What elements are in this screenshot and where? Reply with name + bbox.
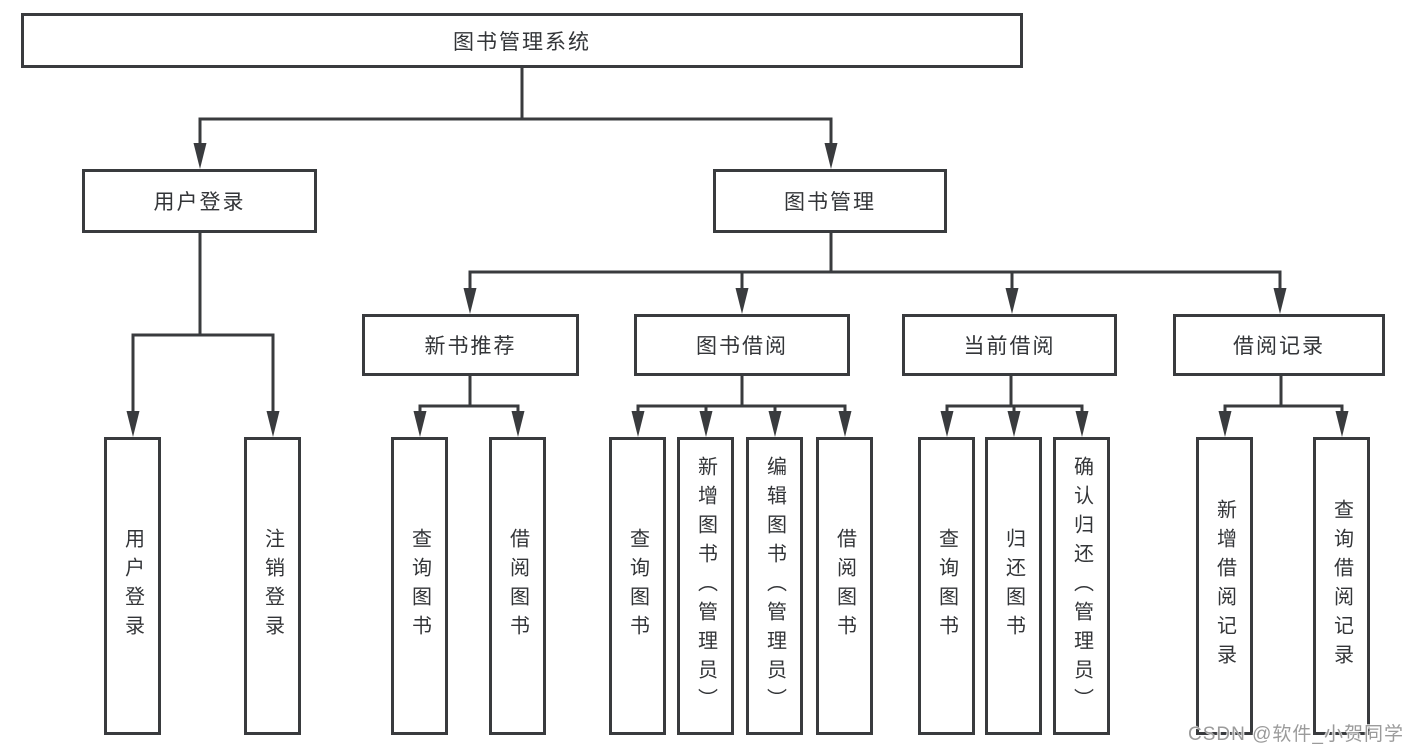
node-label: 新书推荐 — [424, 335, 517, 358]
leaf-add-books-admin: 新增图书（管理员） — [677, 437, 734, 735]
leaf-edit-books-admin: 编辑图书（管理员） — [746, 437, 803, 735]
node-book-management: 图书管理 — [713, 169, 947, 233]
node-borrowing-records: 借阅记录 — [1173, 314, 1385, 376]
leaf-return-books: 归还图书 — [985, 437, 1042, 735]
node-label: 图书管理系统 — [453, 30, 591, 54]
node-label: 新增借阅记录 — [1213, 499, 1236, 673]
leaf-add-borrow-record: 新增借阅记录 — [1196, 437, 1253, 735]
leaf-query-books-current: 查询图书 — [918, 437, 975, 735]
leaf-user-login: 用户登录 — [104, 437, 161, 735]
node-label: 借阅图书 — [506, 528, 529, 644]
node-label: 图书管理 — [784, 191, 876, 214]
node-label: 当前借阅 — [963, 335, 1056, 358]
node-label: 查询图书 — [935, 528, 958, 644]
node-label: 注销登录 — [261, 528, 284, 644]
node-label: 编辑图书（管理员） — [763, 455, 786, 717]
leaf-query-books-recommend: 查询图书 — [391, 437, 448, 735]
watermark: CSDN @软件_小贺同学 — [1188, 724, 1404, 745]
arrowheads — [126, 143, 1349, 437]
leaf-confirm-return-admin: 确认归还（管理员） — [1053, 437, 1110, 735]
node-current-borrowing: 当前借阅 — [902, 314, 1117, 376]
node-label: 确认归还（管理员） — [1070, 455, 1093, 717]
node-label: 图书借阅 — [696, 335, 788, 358]
node-label: 用户登录 — [121, 528, 144, 644]
node-label: 查询图书 — [626, 528, 649, 644]
node-label: 用户登录 — [153, 191, 246, 214]
leaf-query-books-borrowing: 查询图书 — [609, 437, 666, 735]
node-label: 归还图书 — [1002, 528, 1025, 644]
node-new-book-recommendation: 新书推荐 — [362, 314, 579, 376]
node-label: 借阅记录 — [1233, 335, 1325, 358]
leaf-borrow-books-recommend: 借阅图书 — [489, 437, 546, 735]
node-label: 新增图书（管理员） — [694, 455, 717, 717]
node-library-management-system: 图书管理系统 — [21, 13, 1023, 68]
leaf-logout: 注销登录 — [244, 437, 301, 735]
node-user-login: 用户登录 — [82, 169, 317, 233]
node-label: 借阅图书 — [833, 528, 856, 644]
leaf-query-borrow-record: 查询借阅记录 — [1313, 437, 1370, 735]
leaf-borrow-books: 借阅图书 — [816, 437, 873, 735]
node-label: 查询借阅记录 — [1330, 499, 1353, 673]
node-book-borrowing: 图书借阅 — [634, 314, 850, 376]
node-label: 查询图书 — [408, 528, 431, 644]
